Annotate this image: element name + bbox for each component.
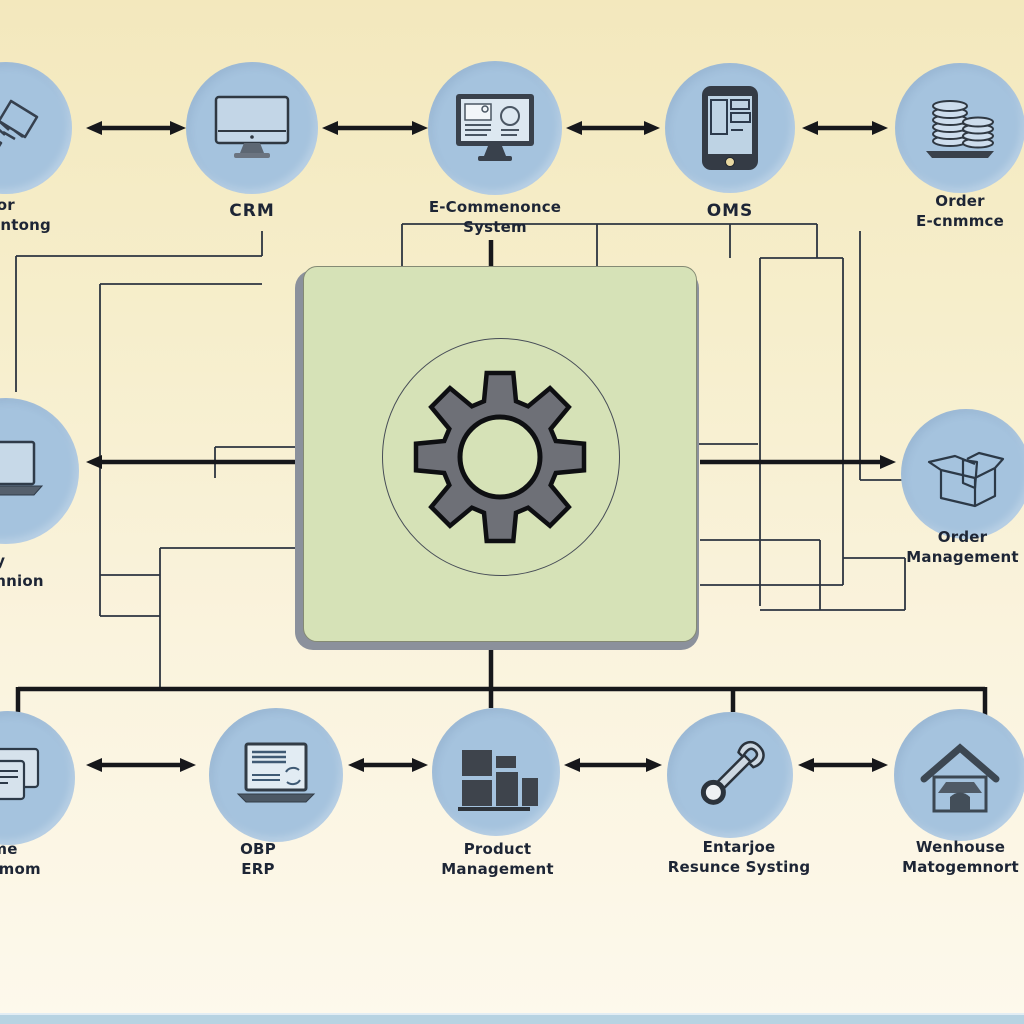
node-crm-label: CRM (229, 201, 275, 221)
storefront-monitor-icon (456, 94, 534, 161)
laptop-icon (0, 440, 44, 496)
open-box-icon (927, 451, 1005, 508)
node-order-management (901, 409, 1024, 539)
node-order-ecommerce-label: Order E-cnmmce (916, 192, 1004, 230)
warehouse-icon (920, 743, 1000, 813)
desktop-monitor-icon (214, 95, 290, 158)
handshake-icon (0, 99, 39, 147)
node-oms-label: OMS (706, 201, 754, 221)
node-ecommerce-system-label: E-Commenonce System (428, 198, 562, 236)
wrench-icon (700, 740, 765, 805)
stacked-boxes-icon (458, 750, 538, 811)
node-enterprise-resource-label: Entarjoe Resunce Systing (667, 838, 811, 876)
node-order-management-label: Order Management (906, 528, 1019, 566)
node-obp-erp-label: OBP ERP (240, 840, 276, 878)
node-warehouse-management-label: Wenhouse Matogemnort (902, 838, 1019, 876)
tablet-icon (702, 86, 758, 170)
node-partner-handshake-label: nmor snentong (0, 196, 51, 234)
node-warehouse-management (894, 709, 1024, 841)
node-left-terminal-label: aby dannion (0, 552, 44, 590)
bottom-strip (0, 1013, 1024, 1024)
node-source-system-label: oume egtmom (0, 840, 41, 878)
integration-hub (303, 266, 697, 642)
node-product-management-label: Product Management (441, 840, 554, 878)
node-product-management (432, 708, 560, 836)
node-enterprise-resource (667, 712, 793, 838)
node-obp-erp (209, 708, 343, 842)
node-oms (665, 63, 795, 193)
coins-icon (926, 100, 994, 158)
hub-ring (382, 338, 620, 576)
gear-icon (413, 370, 587, 544)
node-order-ecommerce (895, 63, 1024, 193)
documents-icon (0, 747, 40, 801)
node-crm (186, 62, 318, 194)
laptop-report-icon (236, 742, 316, 803)
node-ecommerce-system (428, 61, 562, 195)
